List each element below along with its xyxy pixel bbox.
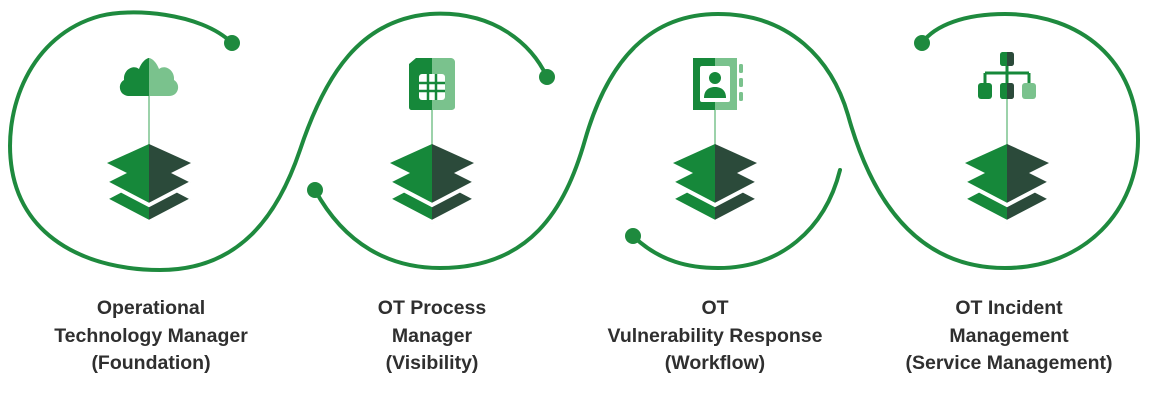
track-endpoint [307,182,323,198]
cloud-icon [119,58,179,96]
stage-3-title-line: OT [701,297,729,319]
stage-1-title-line: Operational [96,297,206,319]
stage-1-title-line: (Foundation) [91,352,211,374]
winding-track [8,10,1141,273]
layers-stack-icon [964,144,1050,225]
layers-stack-icon [106,144,192,225]
stage-2-title-line: OT Process [377,297,487,319]
stage-4-title-line: OT Incident [955,297,1063,319]
stage-2-title: OT Process Manager (Visibility) [292,295,572,378]
track-segment-3 [631,168,842,271]
track-segment-2 [313,11,1141,271]
stage-4-title: OT Incident Management (Service Manageme… [869,295,1149,378]
stage-1-title: Operational Technology Manager (Foundati… [11,295,291,378]
stage-2 [389,58,475,225]
layers-stack-icon [672,144,758,225]
stage-3-title-line: (Workflow) [664,352,766,374]
stage-3 [672,58,758,225]
track-endpoint [914,35,930,51]
stage-4-title-line: (Service Management) [905,352,1113,374]
sim-card-icon [409,58,455,110]
stage-3-title-line: Vulnerability Response [607,324,823,347]
layers-stack-icon [389,144,475,225]
contact-book-icon [693,58,743,110]
track-endpoint [224,35,240,51]
stage-1 [106,58,192,225]
org-chart-icon [978,52,1036,99]
stage-4 [964,52,1050,225]
stage-2-title-line: (Visibility) [385,352,479,374]
stage-2-title-line: Manager [391,324,473,347]
track-segment-1 [8,10,549,273]
stage-1-title-line: Technology Manager [54,324,248,347]
track-endpoint [625,228,641,244]
stage-4-title-line: Management [949,324,1069,347]
stage-3-title: OT Vulnerability Response (Workflow) [575,295,855,378]
track-endpoint [539,69,555,85]
track-endpoints [224,35,930,244]
